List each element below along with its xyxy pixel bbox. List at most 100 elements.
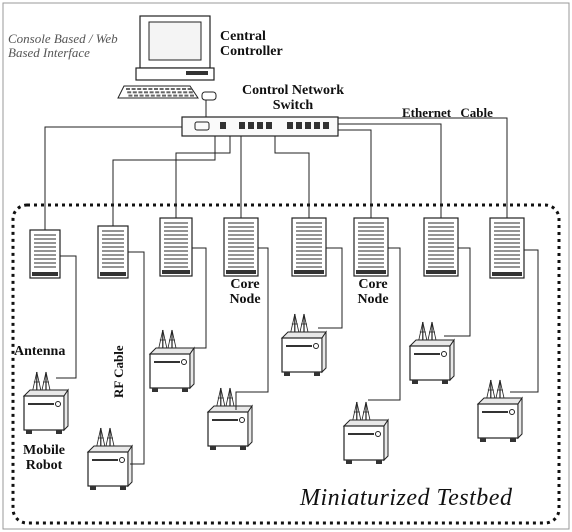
robot-side xyxy=(517,396,523,440)
ethernet-link-1 xyxy=(44,126,182,230)
keyboard-key xyxy=(127,91,132,94)
robot-deck xyxy=(22,389,69,397)
antenna-strut xyxy=(486,379,492,399)
switch-label: Control Network Switch xyxy=(241,83,344,113)
robot-wheel xyxy=(284,372,290,376)
server-base xyxy=(294,270,324,274)
rf-link-8 xyxy=(510,249,539,393)
keyboard-key xyxy=(144,91,148,94)
server-8 xyxy=(489,217,525,279)
antenna-strut xyxy=(431,321,437,341)
keyboard-key xyxy=(184,94,189,97)
server-6 xyxy=(353,217,389,277)
switch-port xyxy=(323,122,329,129)
antenna-strut xyxy=(45,371,51,391)
antenna-strut xyxy=(490,379,496,399)
antenna-strut xyxy=(303,313,309,333)
interface-label: Console Based / Web Based Interface xyxy=(8,31,118,60)
mobile-robot-3 xyxy=(148,329,195,392)
switch-port xyxy=(314,122,320,129)
keyboard-key xyxy=(145,94,150,97)
antenna-strut xyxy=(352,401,358,421)
keyboard-key xyxy=(170,88,175,90)
core-node-label-2: Core Node xyxy=(357,277,389,307)
robot-wheel xyxy=(120,486,126,490)
robot-deck xyxy=(408,339,455,347)
ethernet-cable-label: Ethernet Cable xyxy=(402,105,493,120)
robot-side xyxy=(383,418,389,462)
server-base xyxy=(356,270,386,274)
robot-indicator xyxy=(441,351,447,357)
core-node-label-1: Core Node xyxy=(229,277,261,307)
robot-wheel xyxy=(210,446,216,450)
antenna-strut xyxy=(220,387,226,407)
monitor-screen xyxy=(148,21,202,61)
keyboard-key xyxy=(187,88,192,90)
rf-link-2 xyxy=(128,251,145,465)
keyboard-key xyxy=(155,91,160,94)
server-5 xyxy=(291,217,327,277)
robot-side xyxy=(247,404,253,448)
keyboard-key xyxy=(150,94,155,97)
keyboard-key xyxy=(165,88,170,90)
server-base xyxy=(226,270,256,274)
server-base xyxy=(162,270,190,274)
server-base xyxy=(32,272,58,276)
robot-wheel xyxy=(376,460,382,464)
keyboard-key xyxy=(149,91,154,94)
rf-cable-label: RF Cable xyxy=(111,345,126,398)
antenna-strut xyxy=(418,321,424,341)
mobile-robot-label: Mobile Robot xyxy=(23,443,65,473)
antenna-strut xyxy=(96,427,102,447)
robot-wheel xyxy=(510,438,516,442)
robot-wheel xyxy=(346,460,352,464)
rf-link-7 xyxy=(444,247,471,337)
antenna-label: Antenna xyxy=(14,344,66,359)
robot-wheel xyxy=(480,438,486,442)
keyboard-key xyxy=(173,94,178,97)
keyboard-key xyxy=(177,91,182,94)
robot-indicator xyxy=(181,359,187,365)
antenna-strut xyxy=(495,379,501,399)
robot-deck xyxy=(476,397,523,405)
switch-port-console xyxy=(194,121,210,131)
antenna-strut xyxy=(171,329,177,349)
robot-wheel xyxy=(314,372,320,376)
antenna-strut xyxy=(225,387,231,407)
keyboard-key xyxy=(138,91,143,94)
ethernet-link-6 xyxy=(338,129,372,218)
robot-side xyxy=(321,330,327,374)
antenna-strut xyxy=(162,329,168,349)
switch-port xyxy=(220,122,226,129)
rf-link-3 xyxy=(172,247,207,349)
robot-deck xyxy=(206,405,253,413)
rf-link-6 xyxy=(368,247,401,401)
antenna-strut xyxy=(229,387,235,407)
keyboard-key xyxy=(162,94,166,97)
robot-indicator xyxy=(55,401,61,407)
antenna-strut xyxy=(105,427,111,447)
server-chassis xyxy=(29,229,61,279)
robot-deck xyxy=(148,347,195,355)
keyboard-key xyxy=(159,88,164,90)
keyboard-key xyxy=(166,91,171,94)
keyboard-key xyxy=(132,91,137,94)
switch-port xyxy=(266,122,272,129)
ethernet-link-3 xyxy=(175,136,231,218)
robot-side xyxy=(63,388,69,432)
keyboard-key xyxy=(134,94,138,97)
drive-slot xyxy=(186,71,208,75)
ethernet-link-7 xyxy=(338,123,442,218)
robot-wheel xyxy=(90,486,96,490)
robot-deck xyxy=(342,419,389,427)
robot-indicator xyxy=(239,417,245,423)
robot-side xyxy=(449,338,455,382)
mouse xyxy=(201,91,217,101)
switch-port xyxy=(296,122,302,129)
antenna-strut xyxy=(36,371,42,391)
mobile-robot-7 xyxy=(408,321,455,384)
ethernet-link-8 xyxy=(338,117,508,218)
robot-indicator xyxy=(313,343,319,349)
